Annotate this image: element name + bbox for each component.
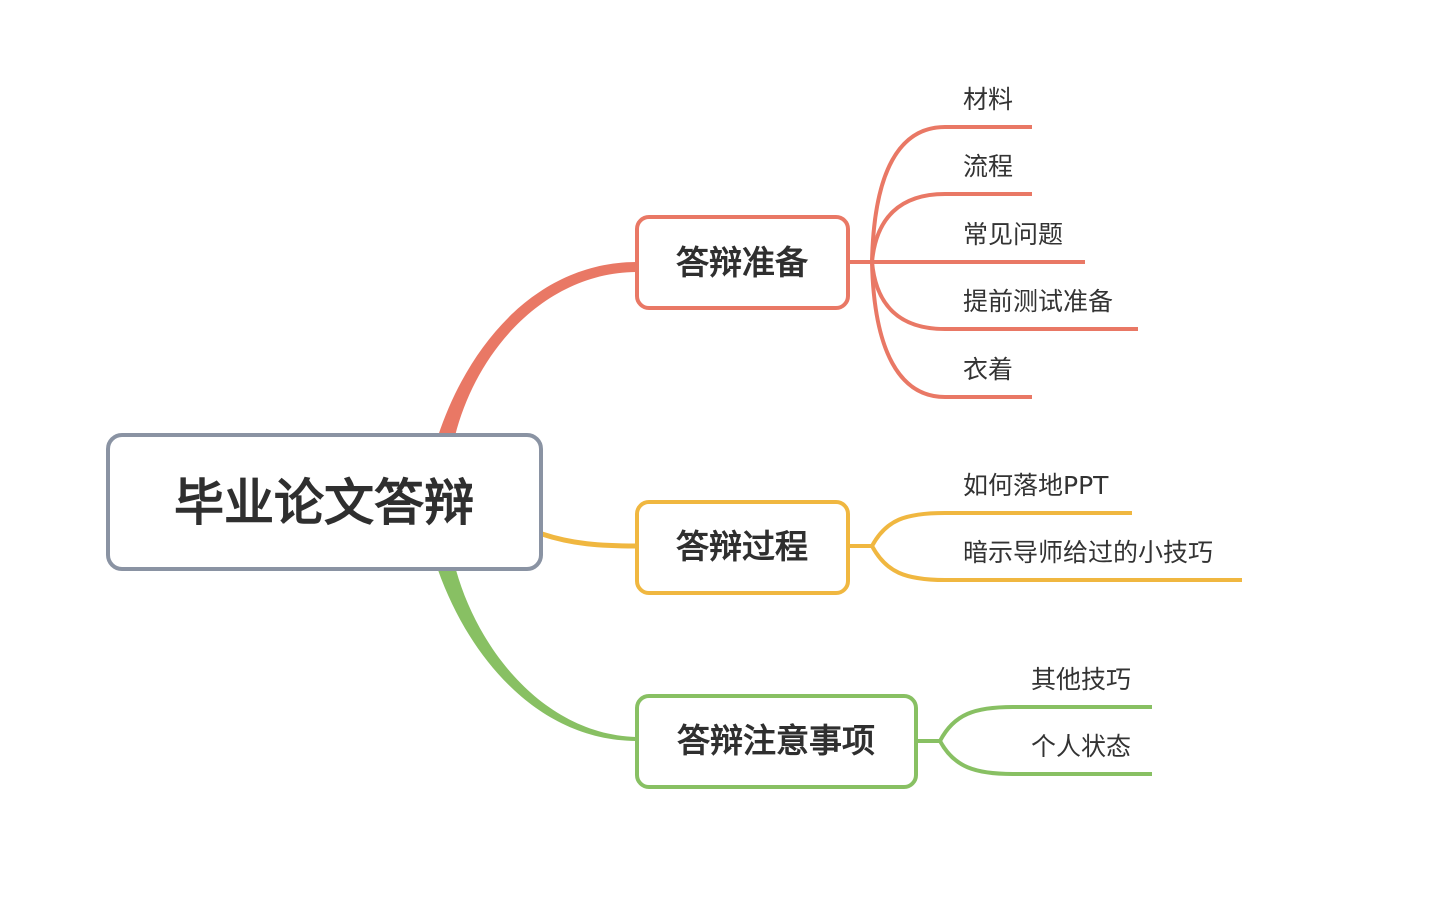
root-node-group: 毕业论文答辩 — [106, 433, 543, 571]
branch-prep: 答辩准备 材料 流程 常见问题 提前测试准备 衣着 — [635, 85, 1138, 399]
branch-node-process[interactable] — [635, 500, 850, 595]
leaf-connector — [870, 511, 1132, 547]
branch-label-prep: 答辩准备 — [676, 243, 809, 282]
leaf-connector — [938, 740, 1152, 776]
branch-process: 答辩过程 如何落地PPT 暗示导师给过的小技巧 — [635, 471, 1242, 595]
leaf-prep-5: 衣着 — [963, 355, 1013, 384]
leaf-prep-2: 流程 — [963, 152, 1013, 181]
connector-root-notes — [438, 570, 637, 741]
leaf-notes-2: 个人状态 — [1031, 732, 1131, 761]
connector-root-process — [541, 531, 638, 549]
branch-label-process: 答辩过程 — [676, 527, 808, 566]
branch-node-prep[interactable] — [635, 215, 850, 310]
leaf-prep-3: 常见问题 — [963, 220, 1063, 249]
leaf-connector — [870, 192, 1032, 263]
leaf-process-2: 暗示导师给过的小技巧 — [963, 538, 1213, 567]
connector-root-prep — [438, 262, 637, 436]
leaf-notes-1: 其他技巧 — [1031, 665, 1131, 694]
leaf-connector — [870, 125, 1032, 263]
root-node[interactable] — [106, 433, 543, 571]
leaf-connector — [938, 705, 1152, 742]
leaf-prep-4: 提前测试准备 — [963, 287, 1113, 316]
leaf-connector — [870, 261, 1032, 399]
branch-node-notes[interactable] — [635, 694, 918, 789]
branch-notes: 答辩注意事项 其他技巧 个人状态 — [635, 665, 1152, 789]
root-label: 毕业论文答辩 — [174, 474, 474, 532]
leaf-prep-1: 材料 — [963, 85, 1013, 114]
branch-label-notes: 答辩注意事项 — [677, 721, 875, 760]
leaf-process-1: 如何落地PPT — [963, 471, 1109, 500]
leaf-connector — [870, 545, 1242, 582]
